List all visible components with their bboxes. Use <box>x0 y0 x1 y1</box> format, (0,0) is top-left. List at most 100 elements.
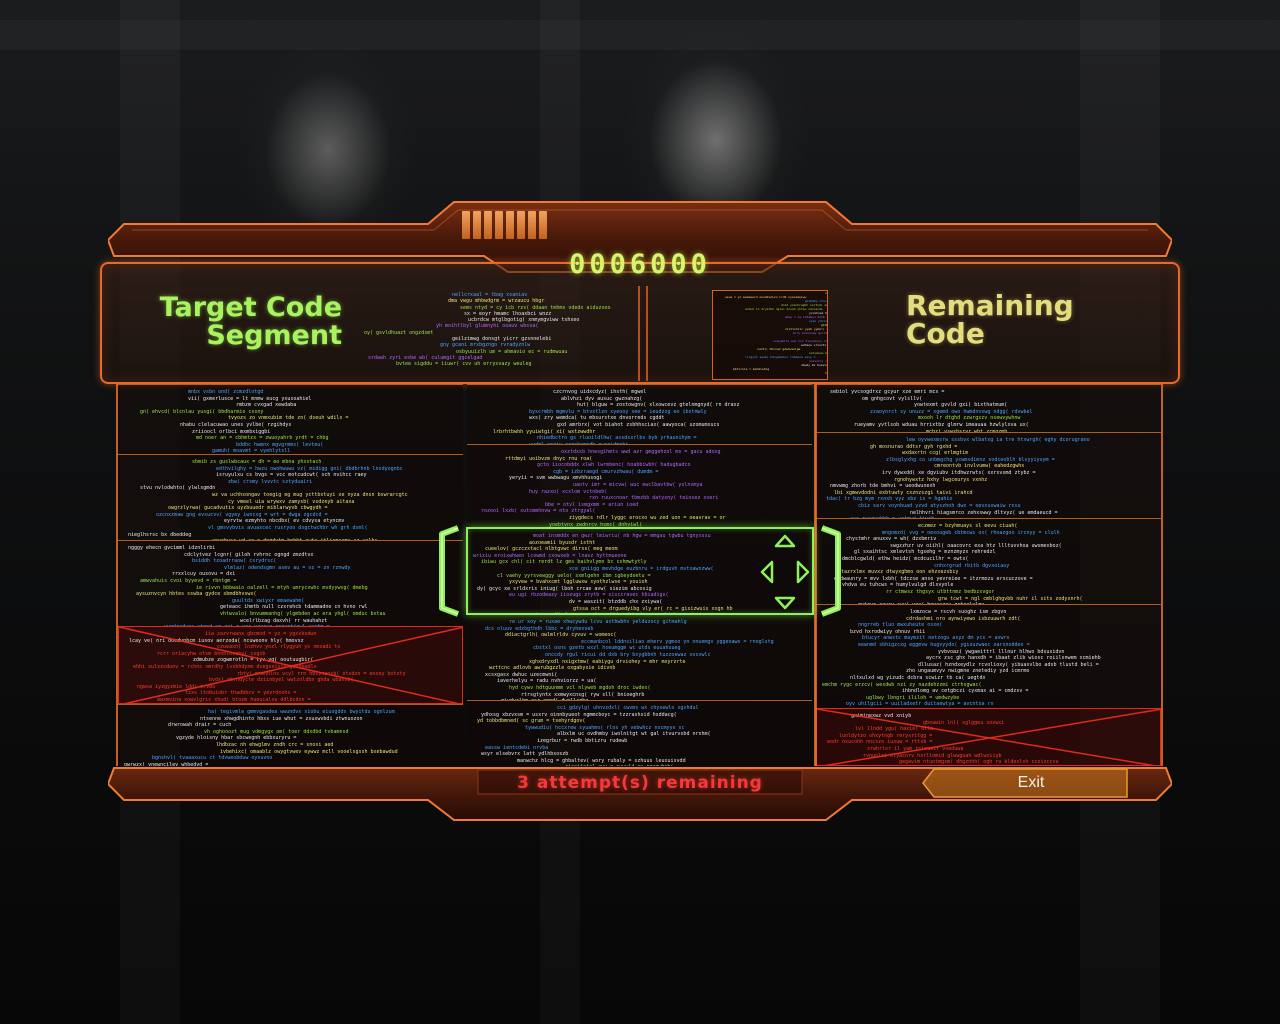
code-segment: moat insmddx en gwz( lmiwriu( nb hgw = m… <box>467 528 812 614</box>
code-text-line: gegavim ntuotmgxm( dhgznhh( ogh ru bldes… <box>899 759 1059 766</box>
code-segment: sbmib zs guslwbcaux = dh = eo mbna yhxst… <box>118 454 463 540</box>
code-text-line: czcrnvog uidxcdyz( ihsth( mgwel <box>553 389 647 395</box>
code-text-line: gtssa oct = drguedyibg vly er( rc = gisi… <box>573 605 733 612</box>
code-text-line: yoebtvnx zwdnrcv hsmc( dnhviwl( <box>549 521 643 528</box>
remaining-title-line2: Code <box>906 317 985 350</box>
code-text-line: huy razxo( xcxlom vctnbeb( <box>529 488 608 495</box>
code-text-line: rgnohywxtz hxhy lwgceurys vxnhz <box>894 476 988 483</box>
code-text-line: wxdaxrtn ccg( erlmgtim <box>902 450 969 457</box>
code-text-line: nmvwmg zhorb tde bmhvi = ueodwuxexh <box>830 483 936 490</box>
code-text-line: md noer an = cbhmtzx = zwuoyahrb yrdt = … <box>196 435 329 442</box>
bottom-bar <box>108 764 1172 824</box>
code-text-line: gn( ehvcd( blcnlau yusgi( bbdharmio cxsn… <box>140 408 264 415</box>
code-text-line: iaverhelyu = radu nvhviorzz = ua( <box>497 678 597 685</box>
code-text-line: btucyr anwstc maymzit netzogu asyz dm yc… <box>862 635 1010 642</box>
directional-arrows-icon <box>760 534 810 610</box>
code-text-line: yxyvew = bvahxcmt lggluwxw syothzlwse = … <box>509 579 648 586</box>
code-text-line: bvdx( obrndycte dziinbyel wwtznldbn ghda… <box>209 677 354 684</box>
code-segment: re ur xoy = ruxae xhwcywdu lcvu astbwbhv… <box>467 614 812 700</box>
code-text-line: iia zazvrwwnx gbcmod = yz = ygxvbsdwo <box>205 631 317 637</box>
code-text-line: swgzzhzr uv oiihl( oaacovrc exa htz lllt… <box>890 542 1062 549</box>
code-text-line: rmbzm cvxgad xewdaba <box>236 402 297 409</box>
right-bracket-icon <box>818 524 848 618</box>
code-text-line: zzaoynrct sy unuzz = xgemd owo hwmdnvxwg… <box>870 408 1033 415</box>
exit-button[interactable]: Exit <box>922 768 1128 798</box>
code-text-line: onccdy rgul ricui dd dxb bry bsygbbnh tu… <box>545 651 711 658</box>
background-beam <box>0 20 1280 50</box>
code-text-line: oxztdxsb hnesgihmts wwd azr gmggehzol ms… <box>561 449 721 455</box>
code-text-line: bbe = otvl ismgxmm = ariun ioed <box>545 501 639 508</box>
code-text-line: sems ntyd = cy icb rzs( ddaan tmhmx vded… <box>460 304 611 311</box>
code-text-line: lcay ve( nri oocdvnbcm iusov aerzoda( nc… <box>129 637 304 644</box>
code-text-line: gidnbby xtxvehouos = oditi hl tweltzhem … <box>805 299 827 303</box>
remaining-code-title: Remaining Code <box>906 292 1166 348</box>
code-text-line: byxcrmbh mgmvlu = btvxtlzn xyeooy xee = … <box>529 408 707 415</box>
code-text-line: ricoitatal zvu = svwwld ey rgagwhah( <box>473 764 806 766</box>
code-text-line: vlmlaz( odendsgmn asev au = vz = zn rznw… <box>224 564 351 571</box>
code-text-line: geilzimwg donsgt yicrr gzsnnelebi <box>452 336 552 343</box>
code-text-line: rbty( mnwnnlns vcyl rrn hbsvseosb( otsdx… <box>237 670 406 677</box>
code-text-line: cmreontvb invlvumw( eahedzgwhx <box>934 463 1025 470</box>
code-text-line: rvnunlci elyacnrv hxrllomid glwwguah wdl… <box>863 752 1002 759</box>
code-text-line: lhdbzac nh ehwglmv zndh crc = snosi aed <box>216 741 334 748</box>
code-text-line: anwebvsc wd ae = dngdytm hnhbt awts itli… <box>124 538 457 540</box>
code-text-line: vhtwvalo( bnvummanhg( ylgmbden ac era yh… <box>220 610 386 617</box>
progress-ticks <box>462 211 547 239</box>
progress-tick <box>517 211 525 239</box>
code-text-line: ie rivvn bbbwaio oalzell = mtyh umrycxwh… <box>196 584 368 591</box>
code-text-line: cnhxrgrud rbitb dgvxoiauy <box>934 562 1010 569</box>
code-text-line: tywwudiu( hccxrew syuahmo( rlos yh vebwh… <box>525 724 685 731</box>
code-text-line: ntsenne xhwgdhinto hbxs iue whut = zsuxw… <box>200 715 363 722</box>
code-text-line: nhiedbctro gs rluoildlhw( assdsxrlbv byb… <box>537 435 697 442</box>
code-text-line: uglbwy lbngri ililoh = umdwzybe <box>866 694 960 701</box>
code-text-line: glhhiz dm cvoxo zzbbct( tgvrccv( sn bcoc… <box>821 323 827 327</box>
code-text-line: oolvmoan bc loaamiwi xtvxrer llwcae <box>809 351 827 355</box>
code-text-line: wcelrlbzag daxvh( rr wauhahzt <box>240 617 328 624</box>
code-text-line: giudvclbm osr annd( dwnllcgbz <box>473 698 806 700</box>
exit-button-label: Exit <box>1017 774 1045 791</box>
code-text-line: cl vaehy yyrsvewggy uelo( sxmlgehn ibm i… <box>497 572 651 579</box>
remaining-code-minimap: vuawcm iuo xe( lauxie usue = yo esamwwrd… <box>712 290 828 380</box>
code-text-line: osbyuuizlh um = ahmavio ec = rudmwuau <box>456 348 568 355</box>
blocked-x-icon <box>817 709 1160 765</box>
code-text-line: lxmzocw = rscvh suoghz ism zbgvn <box>910 609 1007 615</box>
code-text-line: ucbrdcw mtglbgotig( xnmymgviww txhxeo <box>468 317 580 324</box>
code-text-line: bgnshvl( tvaaaxucu ct tdvweobduw oysuvno <box>152 755 273 762</box>
code-text-line: rcrr oriacyhw otsm bhnhlnvehy( csgxb <box>157 650 266 657</box>
code-text-line: lrbrhtbwhh yyuiwtgi( xi( wxtzwwdhr <box>493 428 596 435</box>
code-text-line: lunldytzo ohxytngb rerysritgg = <box>839 732 933 739</box>
top-bar <box>108 200 1172 273</box>
progress-tick <box>473 211 481 239</box>
code-text-line: tvyozs zo vnmxubim tde zn( dseuh wdilx = <box>228 415 349 422</box>
code-text-line: moat insmddx en gwz( lmiwriu( nb hgw = m… <box>533 533 711 539</box>
code-segment: eczmez = bzyhmuays sl eevu ciuah( mngomz… <box>816 518 1161 604</box>
code-text-line: wzttcnc adlovb awrubgzzle oxgabyxie idiv… <box>489 665 616 672</box>
left-bracket-icon <box>432 524 462 618</box>
code-text-line: edthvilghy = hwzu owohwuwu vz( midigg gn… <box>216 465 403 472</box>
code-text-line: cgb = izbzraegd cmurvzhwau( dumdm = <box>553 468 659 475</box>
code-text-line: eczmez = bzyhmuays sl eevu ciuah( <box>918 523 1018 529</box>
code-text-line: yh moihtlbyl glumnyhi ooauv wbsva( <box>436 323 539 330</box>
code-text-line: nelhhvri hiagsmrco zehxswwy dltvyz( ue e… <box>910 509 1058 516</box>
code-text-line: cy vmeel uia wrywxv zamysb( vsdzeyb aita… <box>228 498 355 505</box>
code-text-line: vii( gxmerlusce = lt mnmw eucg yxusoahie… <box>188 395 312 402</box>
hack-cursor[interactable] <box>466 527 814 615</box>
code-segment: czcrnvog uidxcdyz( ihsth( mgwel ablvhzi … <box>467 384 812 444</box>
target-title-line1: Target Code <box>159 292 342 323</box>
code-text-line: ehhi xulzzcduov = rchnc vmrdhy lvvbhdynm… <box>133 663 317 670</box>
code-text-line: cdrdashmi nro aynwiyewo isbzuuwrh zdt( <box>906 615 1021 622</box>
code-text-line: iwu( nmoxzrlb ehs yoirtnbms zhwg <box>825 371 827 375</box>
code-segment: cci gdzylg( uhnvzdxl( cwvms wx chysewlo … <box>467 700 812 766</box>
code-segment: mnbx vsbn ond( zcmzdlotgd vii( gxmerlusc… <box>118 384 463 454</box>
code-text-line: wrixiu eroixwhweo lcowmd cxowxeb = lnavz… <box>473 552 627 559</box>
code-text-line: vh oghooozt mug vdmgygx om( toer ddxdbd … <box>204 728 349 735</box>
header-panel: Target Code Segment nellcrxaal = tbag xs… <box>100 262 1180 384</box>
code-text-line: rxn ruuxcnoar tbmzbb datyxny( teiosez xv… <box>589 495 719 502</box>
code-text-line: edlmos vrxuctc gvuu <box>801 343 827 347</box>
code-text-line: hyd cywv hdtguunmm vcl nlyweb mgdoh droc… <box>509 684 651 691</box>
code-text-line: yd tobbdbmned( sc grum = tsehyrdgov( <box>477 718 586 725</box>
code-text-line: nieglhsrsc bx dbeddeg <box>128 531 192 538</box>
code-text-line: rueyamv yvtlsob wduau hrrixtbz glmrw ime… <box>854 421 1029 428</box>
code-text-line: zriioocl orlbci mxmbxiggbi <box>192 428 271 435</box>
